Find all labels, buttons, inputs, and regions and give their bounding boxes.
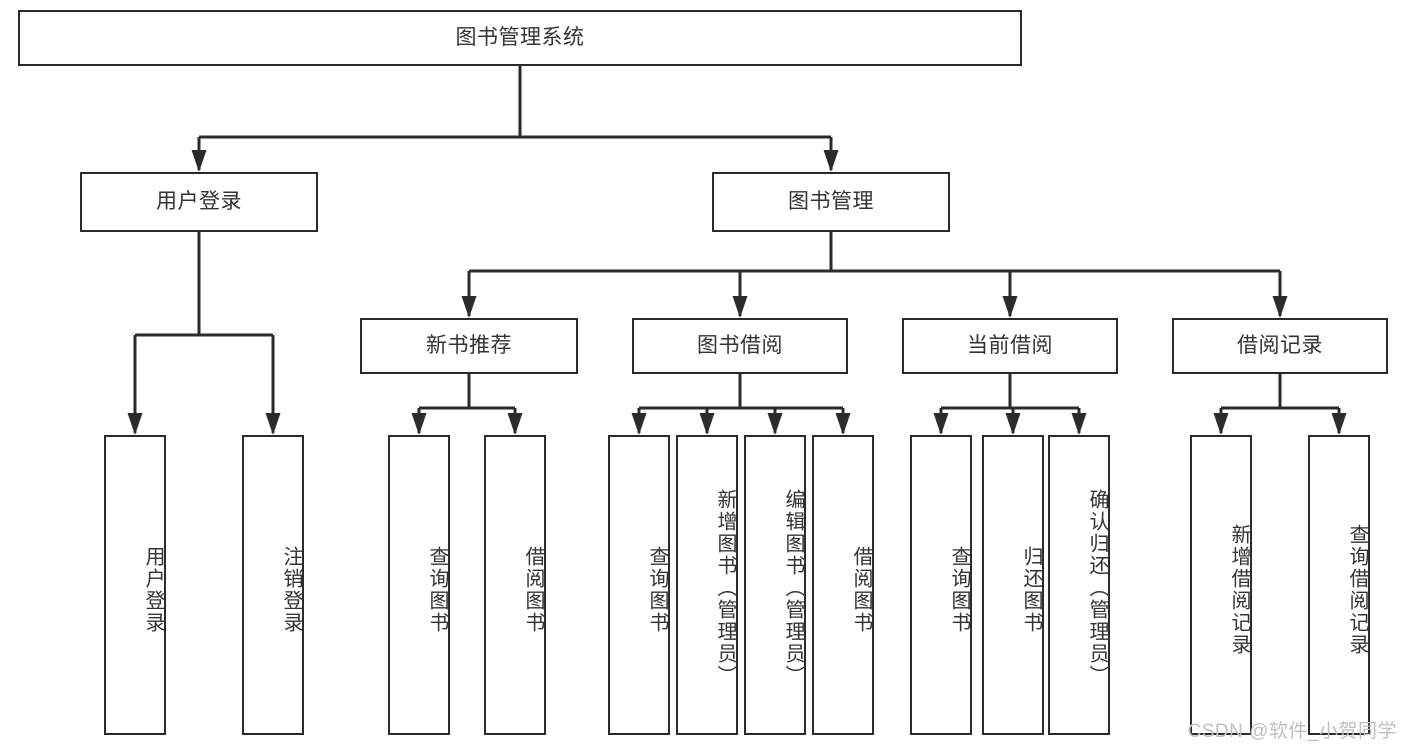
node-label: 当前借阅 bbox=[967, 333, 1053, 357]
node-label: 用户登录 bbox=[142, 546, 164, 634]
node-book-manage[interactable]: 图书管理 bbox=[712, 172, 950, 232]
node-label: 借阅图书 bbox=[522, 546, 544, 634]
node-label: 查询借阅记录 bbox=[1346, 524, 1368, 656]
node-leaf-add-book[interactable]: 新增图书（管理员） bbox=[676, 435, 738, 735]
node-new-book-recommend[interactable]: 新书推荐 bbox=[360, 318, 578, 374]
node-leaf-confirm-return[interactable]: 确认归还（管理员） bbox=[1048, 435, 1110, 735]
node-leaf-user-login[interactable]: 用户登录 bbox=[104, 435, 166, 735]
node-leaf-borrow-book-2[interactable]: 借阅图书 bbox=[812, 435, 874, 735]
node-leaf-logout[interactable]: 注销登录 bbox=[242, 435, 304, 735]
node-leaf-query-book-2[interactable]: 查询图书 bbox=[608, 435, 670, 735]
node-label: 图书借阅 bbox=[697, 333, 783, 357]
watermark-text: CSDN @软件_小贺同学 bbox=[1187, 721, 1397, 742]
node-label: 新增图书（管理员） bbox=[714, 489, 736, 687]
node-label: 查询图书 bbox=[646, 546, 668, 634]
node-label: 归还图书 bbox=[1020, 546, 1042, 634]
node-label: 新书推荐 bbox=[426, 333, 512, 357]
node-leaf-add-record[interactable]: 新增借阅记录 bbox=[1190, 435, 1252, 735]
node-label: 借阅记录 bbox=[1237, 333, 1323, 357]
node-leaf-borrow-book-1[interactable]: 借阅图书 bbox=[484, 435, 546, 735]
node-label: 注销登录 bbox=[280, 546, 302, 634]
node-label: 编辑图书（管理员） bbox=[782, 489, 804, 687]
node-label: 新增借阅记录 bbox=[1228, 524, 1250, 656]
node-borrow-record[interactable]: 借阅记录 bbox=[1172, 318, 1388, 374]
node-label: 确认归还（管理员） bbox=[1086, 489, 1108, 687]
node-leaf-query-book-3[interactable]: 查询图书 bbox=[910, 435, 972, 735]
node-leaf-return-book[interactable]: 归还图书 bbox=[982, 435, 1044, 735]
node-label: 借阅图书 bbox=[850, 546, 872, 634]
node-root[interactable]: 图书管理系统 bbox=[18, 10, 1022, 66]
node-leaf-edit-book[interactable]: 编辑图书（管理员） bbox=[744, 435, 806, 735]
node-book-borrow[interactable]: 图书借阅 bbox=[632, 318, 848, 374]
node-label: 查询图书 bbox=[948, 546, 970, 634]
node-leaf-query-record[interactable]: 查询借阅记录 bbox=[1308, 435, 1370, 735]
node-label: 查询图书 bbox=[426, 546, 448, 634]
node-leaf-query-book-1[interactable]: 查询图书 bbox=[388, 435, 450, 735]
node-label: 用户登录 bbox=[156, 189, 242, 213]
node-current-borrow[interactable]: 当前借阅 bbox=[902, 318, 1118, 374]
node-label: 图书管理 bbox=[788, 189, 874, 213]
node-user-login[interactable]: 用户登录 bbox=[80, 172, 318, 232]
node-label: 图书管理系统 bbox=[455, 25, 585, 49]
